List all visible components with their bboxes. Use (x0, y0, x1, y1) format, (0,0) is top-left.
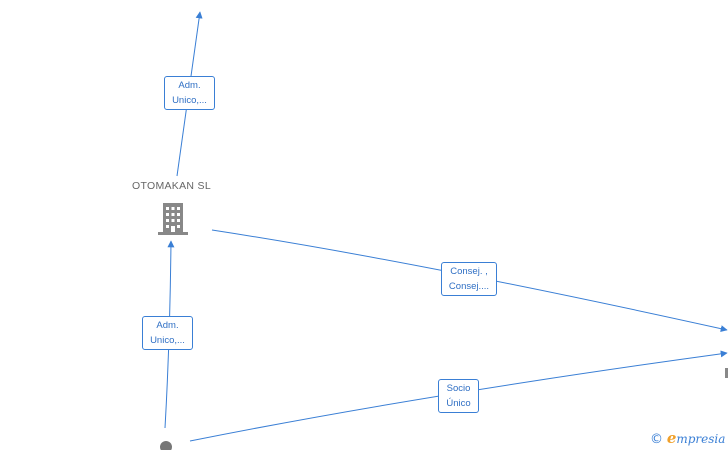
edge-label-adm-unico-bottom[interactable]: Adm. Unico,... (142, 316, 193, 350)
brand-name: mpresia (676, 432, 726, 446)
brand-initial: e (666, 429, 677, 447)
person-icon[interactable] (160, 441, 172, 450)
edge-label-line1: Consej. , (450, 266, 488, 277)
copyright-symbol: © (650, 432, 663, 447)
edge-label-line2: Unico,... (172, 95, 207, 106)
edge-label-line1: Socio (446, 383, 471, 394)
building-icon[interactable] (158, 203, 188, 235)
empresia-watermark: © empresia (650, 429, 725, 447)
edge-label-line2: Consej.... (448, 281, 490, 292)
edge-label-adm-unico-top[interactable]: Adm. Unico,... (164, 76, 215, 110)
edge-label-line2: Unico,... (150, 335, 185, 346)
edge-label-consej[interactable]: Consej. , Consej.... (441, 262, 497, 296)
edge-label-socio-unico[interactable]: Socio Único (438, 379, 479, 413)
edge-label-line1: Adm. (156, 320, 179, 331)
edge-label-line1: Adm. (178, 80, 201, 91)
edge-label-line2: Único (446, 398, 471, 409)
offscreen-node-stub (725, 368, 728, 378)
company-name-label[interactable]: OTOMAKAN SL (132, 180, 211, 192)
